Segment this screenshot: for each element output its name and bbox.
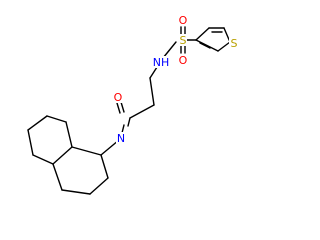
bond bbox=[116, 102, 121, 114]
bond bbox=[149, 77, 155, 106]
atom-nh: NH bbox=[151, 56, 171, 69]
bond bbox=[27, 115, 48, 131]
bond bbox=[129, 104, 155, 119]
bond bbox=[100, 154, 109, 179]
atom-label-o-carbonyl: O bbox=[114, 91, 123, 104]
bond bbox=[162, 41, 177, 59]
bond bbox=[217, 41, 231, 52]
structure-drawing: NH S O O S O N bbox=[27, 14, 238, 195]
atom-ring-n: N bbox=[116, 132, 125, 145]
atom-sulfonyl-o-top: O bbox=[178, 14, 188, 27]
bond bbox=[52, 163, 63, 191]
atom-label-n-ring: N bbox=[117, 132, 125, 145]
molecule-canvas: NH S O O S O N bbox=[27, 14, 238, 195]
bond bbox=[127, 117, 131, 127]
bond bbox=[65, 121, 73, 148]
thiophene-ring bbox=[195, 27, 231, 52]
atom-sulfonyl-s: S bbox=[178, 34, 187, 47]
bond bbox=[199, 42, 211, 49]
atom-label-o-bottom: O bbox=[179, 54, 188, 67]
atom-sulfonyl-o-bottom: O bbox=[178, 54, 188, 67]
bond bbox=[52, 146, 73, 165]
bond bbox=[32, 154, 54, 165]
bond bbox=[195, 27, 210, 41]
butanoyl-chain bbox=[116, 63, 160, 134]
atom-label-nh: NH bbox=[153, 56, 170, 69]
atom-thiophene-s: S bbox=[229, 37, 238, 50]
bond bbox=[46, 115, 67, 123]
decahydroquinoline bbox=[27, 115, 120, 195]
bond bbox=[195, 39, 219, 52]
bond bbox=[89, 177, 109, 195]
atom-carbonyl-o: O bbox=[113, 91, 123, 104]
bond bbox=[71, 146, 102, 156]
bond bbox=[61, 189, 91, 195]
atom-label-o-top: O bbox=[179, 14, 188, 27]
bond bbox=[27, 129, 34, 156]
atom-label-s-sulfonyl: S bbox=[180, 34, 187, 47]
bond bbox=[120, 101, 125, 113]
bond bbox=[121, 124, 125, 134]
atom-label-s-thiophene: S bbox=[231, 37, 238, 50]
